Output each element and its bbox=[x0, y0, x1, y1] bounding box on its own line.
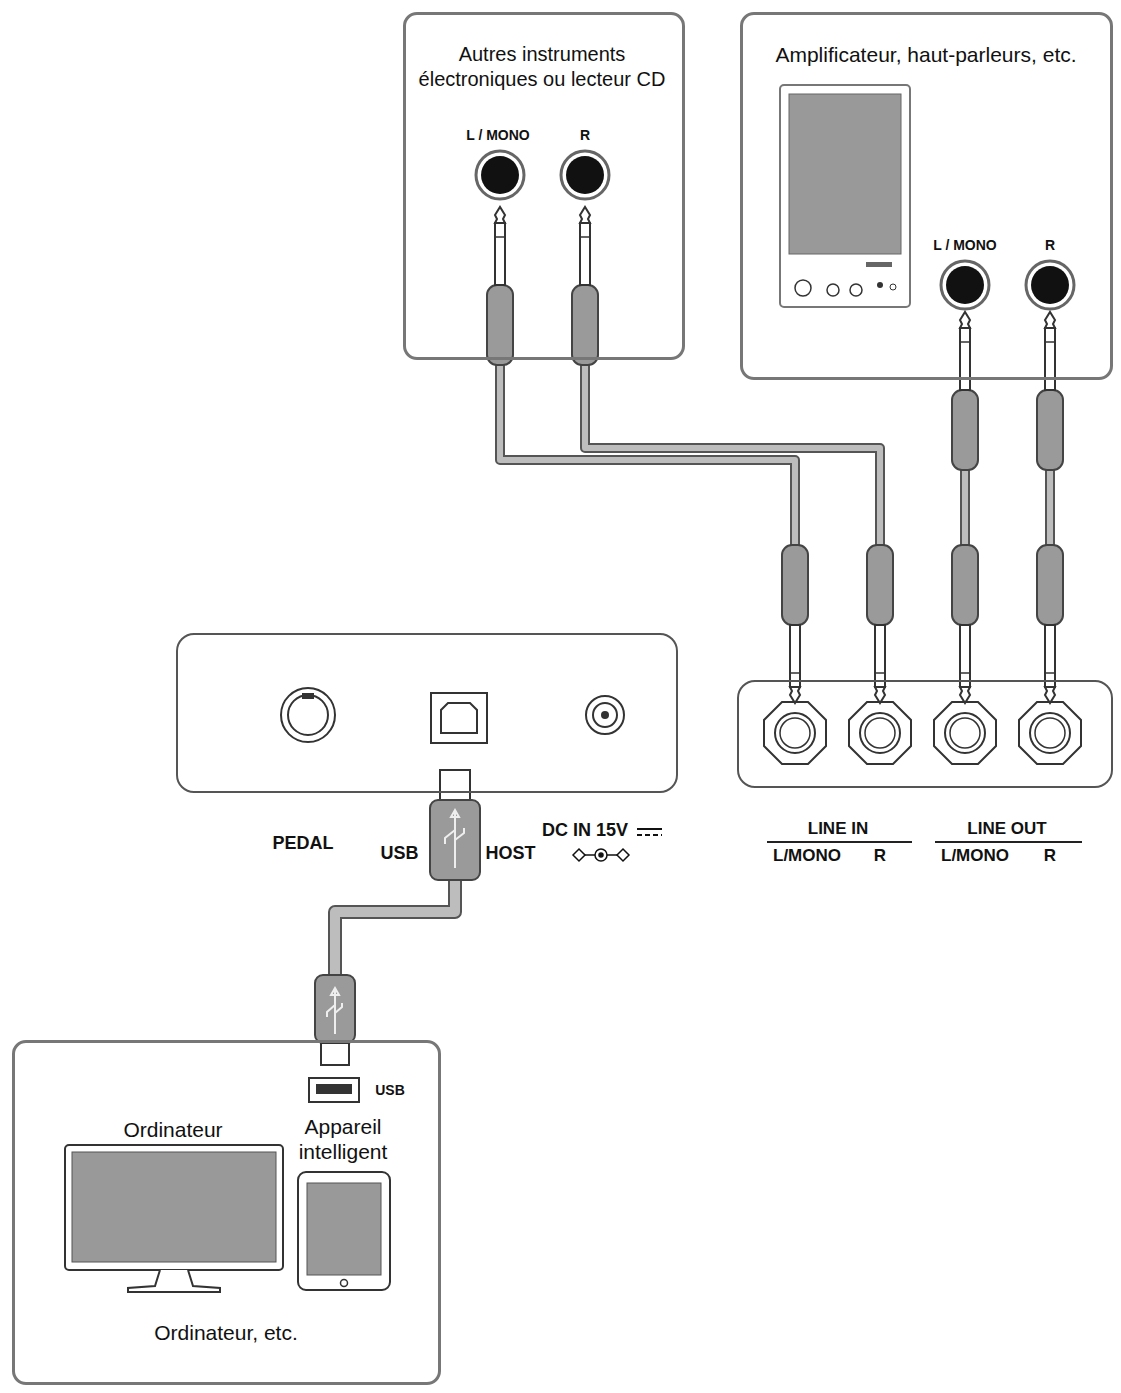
port-label: USB bbox=[375, 1082, 405, 1099]
box-title: Autres instruments électroniques ou lect… bbox=[411, 42, 673, 92]
connector-label: L/MONO bbox=[941, 845, 1009, 866]
usb-plug bbox=[315, 975, 355, 1065]
connector-label: LINE IN bbox=[808, 818, 868, 839]
audio-cable bbox=[500, 360, 795, 680]
amplifier-picture bbox=[780, 85, 910, 307]
cable-outline bbox=[500, 360, 795, 680]
connector-label: USB HOST bbox=[380, 842, 535, 865]
usb-port bbox=[309, 1078, 359, 1102]
jack-label: L / MONO bbox=[466, 127, 530, 144]
device-box: Amplificateur, haut-parleurs, etc. bbox=[740, 12, 1113, 380]
jack-label: R bbox=[580, 127, 590, 144]
connector-label: DC IN 15V bbox=[542, 819, 628, 842]
jack-label: R bbox=[1045, 237, 1055, 254]
dc-socket bbox=[586, 696, 624, 734]
usb-b-socket bbox=[431, 693, 487, 743]
cable-core bbox=[500, 360, 795, 680]
rear-panel: PEDALUSB HOSTDC IN 15V bbox=[176, 633, 678, 793]
connector-label: R bbox=[1044, 845, 1056, 866]
box-title: Amplificateur, haut-parleurs, etc. bbox=[775, 42, 1076, 68]
connector-label: PEDAL bbox=[272, 832, 333, 855]
device-label: Appareil intelligent bbox=[287, 1114, 399, 1164]
underline bbox=[935, 841, 1082, 843]
jack-label: L / MONO bbox=[933, 237, 997, 254]
audio-cable bbox=[585, 360, 880, 680]
usb-plug bbox=[430, 770, 480, 880]
connector-label: R bbox=[874, 845, 886, 866]
cable-core bbox=[585, 360, 880, 680]
tablet-picture bbox=[298, 1172, 390, 1290]
pedal-socket bbox=[281, 688, 335, 742]
cable-outline bbox=[585, 360, 880, 680]
connector-label: LINE OUT bbox=[967, 818, 1046, 839]
box-caption: Ordinateur, etc. bbox=[154, 1320, 298, 1346]
device-label: Ordinateur bbox=[123, 1117, 222, 1142]
underline bbox=[767, 841, 912, 843]
line-panel: LINE INL/MONORLINE OUTL/MONOR bbox=[737, 680, 1113, 788]
connector-label: L/MONO bbox=[773, 845, 841, 866]
monitor-picture bbox=[65, 1145, 283, 1292]
device-box: Autres instruments électroniques ou lect… bbox=[403, 12, 685, 360]
